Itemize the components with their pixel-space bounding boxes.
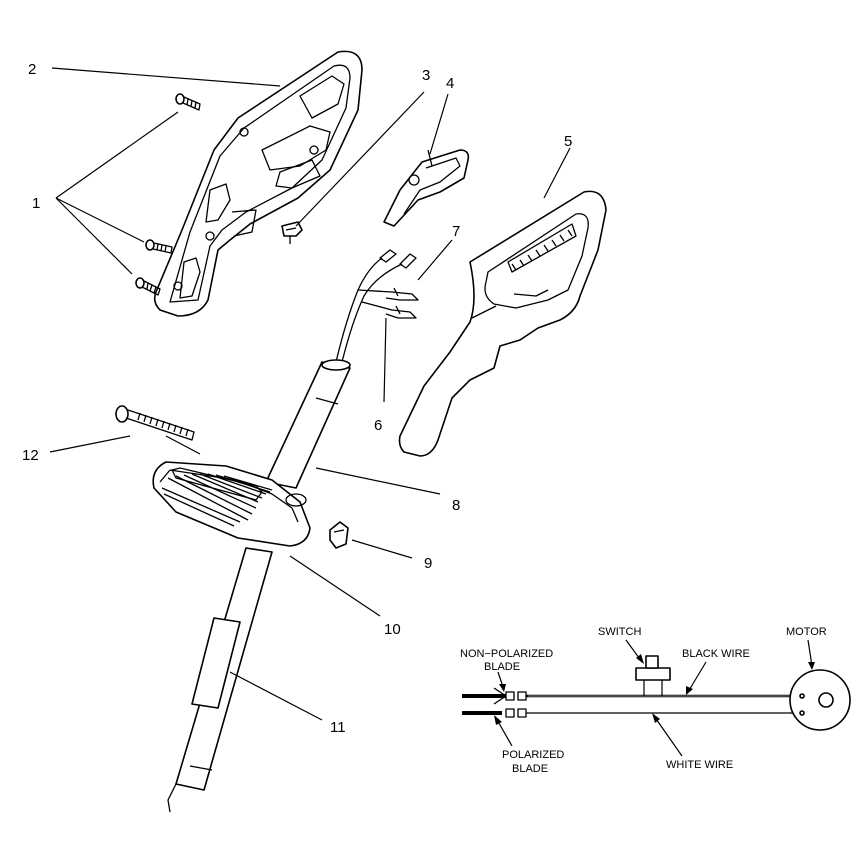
callout-9: 9 xyxy=(424,555,432,572)
callout-numbers: 2 1 3 4 5 6 7 8 9 10 11 12 xyxy=(22,61,572,736)
part-9-nut xyxy=(329,521,349,549)
part-10-aux-handle xyxy=(152,461,311,547)
wiring-schematic: NON−POLARIZED BLADE SWITCH BLACK WIRE MO… xyxy=(460,626,851,775)
callout-1: 1 xyxy=(32,195,40,212)
callout-7: 7 xyxy=(452,223,460,240)
screw-bottom xyxy=(135,277,161,296)
callout-5: 5 xyxy=(564,133,572,150)
part-4-trigger xyxy=(383,149,470,227)
callout-8: 8 xyxy=(452,497,460,514)
part-1-screws xyxy=(135,93,201,296)
leader-lines xyxy=(49,67,571,721)
switch-label: SWITCH xyxy=(598,626,641,638)
callout-11: 11 xyxy=(330,719,346,736)
motor-label: MOTOR xyxy=(786,626,827,638)
callout-12: 12 xyxy=(22,447,39,464)
screw-top xyxy=(175,93,201,111)
part-11-lower-shaft xyxy=(167,547,273,813)
callout-4: 4 xyxy=(446,75,454,92)
white-wire-label: WHITE WIRE xyxy=(666,759,733,771)
part-6-7-wires xyxy=(335,249,419,363)
non-polarized-blade-label: BLADE xyxy=(484,661,520,673)
non-polarized-label: NON−POLARIZED xyxy=(460,648,553,660)
part-2-handle-housing xyxy=(153,50,363,317)
callout-1-2: 2 xyxy=(28,61,36,78)
screw-middle xyxy=(145,239,173,254)
polarized-blade-plug xyxy=(462,708,527,718)
part-5-handle-cover xyxy=(398,190,607,457)
motor-symbol xyxy=(789,669,851,731)
non-polarized-blade-plug xyxy=(462,687,527,705)
part-3-clip xyxy=(281,221,303,244)
polarized-label: POLARIZED xyxy=(502,749,564,761)
black-wire-label: BLACK WIRE xyxy=(682,648,750,660)
polarized-blade-label: BLADE xyxy=(512,763,548,775)
part-12-bolt xyxy=(115,405,195,441)
callout-10: 10 xyxy=(384,621,401,638)
callout-6: 6 xyxy=(374,417,382,434)
callout-3: 3 xyxy=(422,67,430,84)
part-8-upper-shaft xyxy=(265,359,351,489)
switch-symbol xyxy=(635,655,671,696)
